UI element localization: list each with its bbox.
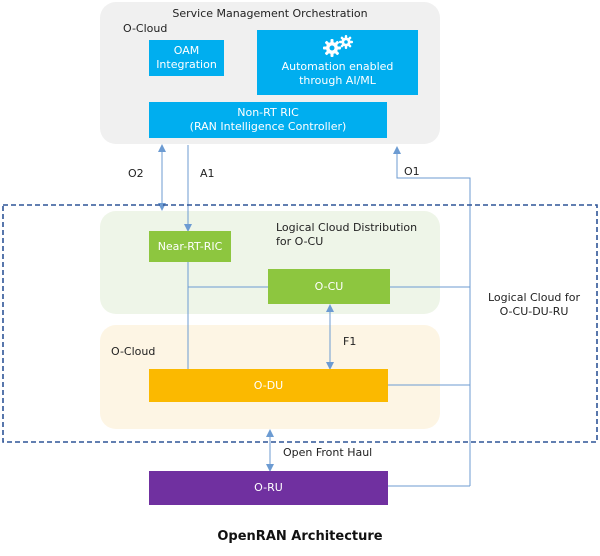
automation-line-1: Automation enabled: [281, 60, 394, 73]
oam-line-2: Integration: [156, 58, 217, 71]
smo-title: Service Management Orchestration: [172, 7, 368, 20]
logical-all-line-1: Logical Cloud for: [487, 291, 581, 304]
logical-cu-title-line-1: Logical Cloud Distribution: [276, 221, 418, 234]
o2-label: O2: [128, 167, 144, 180]
logical-all-label: Logical Cloud for O-CU-DU-RU: [478, 291, 590, 319]
automation-box: Automation enabled through AI/ML: [257, 30, 418, 95]
logical-cloud-boundary: [2, 204, 598, 443]
fronthaul-label: Open Front Haul: [283, 446, 373, 459]
o-du-box: O-DU: [149, 369, 388, 402]
o1-link: [393, 146, 471, 486]
o-cu-box: O-CU: [268, 269, 390, 304]
logical-all-line-2: O-CU-DU-RU: [499, 305, 569, 318]
near-rt-ric-box: Near-RT-RIC: [149, 231, 231, 262]
oam-line-1: OAM: [173, 44, 200, 57]
caption: OpenRAN Architecture: [217, 529, 383, 544]
gears-icon: [322, 35, 353, 57]
a1-label: A1: [200, 167, 215, 180]
logical-cu-title-line-2: for O-CU: [276, 235, 324, 248]
logical-cu-title: Logical Cloud Distribution for O-CU: [276, 221, 417, 249]
f1-label: F1: [343, 335, 357, 348]
oam-integration-box: OAM Integration: [149, 40, 224, 76]
non-rt-ric-box: Non-RT RIC (RAN Intelligence Controller): [149, 102, 387, 138]
non-rt-line-1: Non-RT RIC: [237, 106, 299, 119]
smo-ocloud-label: O-Cloud: [123, 22, 168, 35]
o1-label: O1: [404, 165, 420, 178]
o-ru-box: O-RU: [149, 471, 388, 505]
ocloud-du-label: O-Cloud: [111, 345, 156, 358]
automation-line-2: through AI/ML: [299, 74, 376, 87]
non-rt-line-2: (RAN Intelligence Controller): [189, 120, 347, 133]
